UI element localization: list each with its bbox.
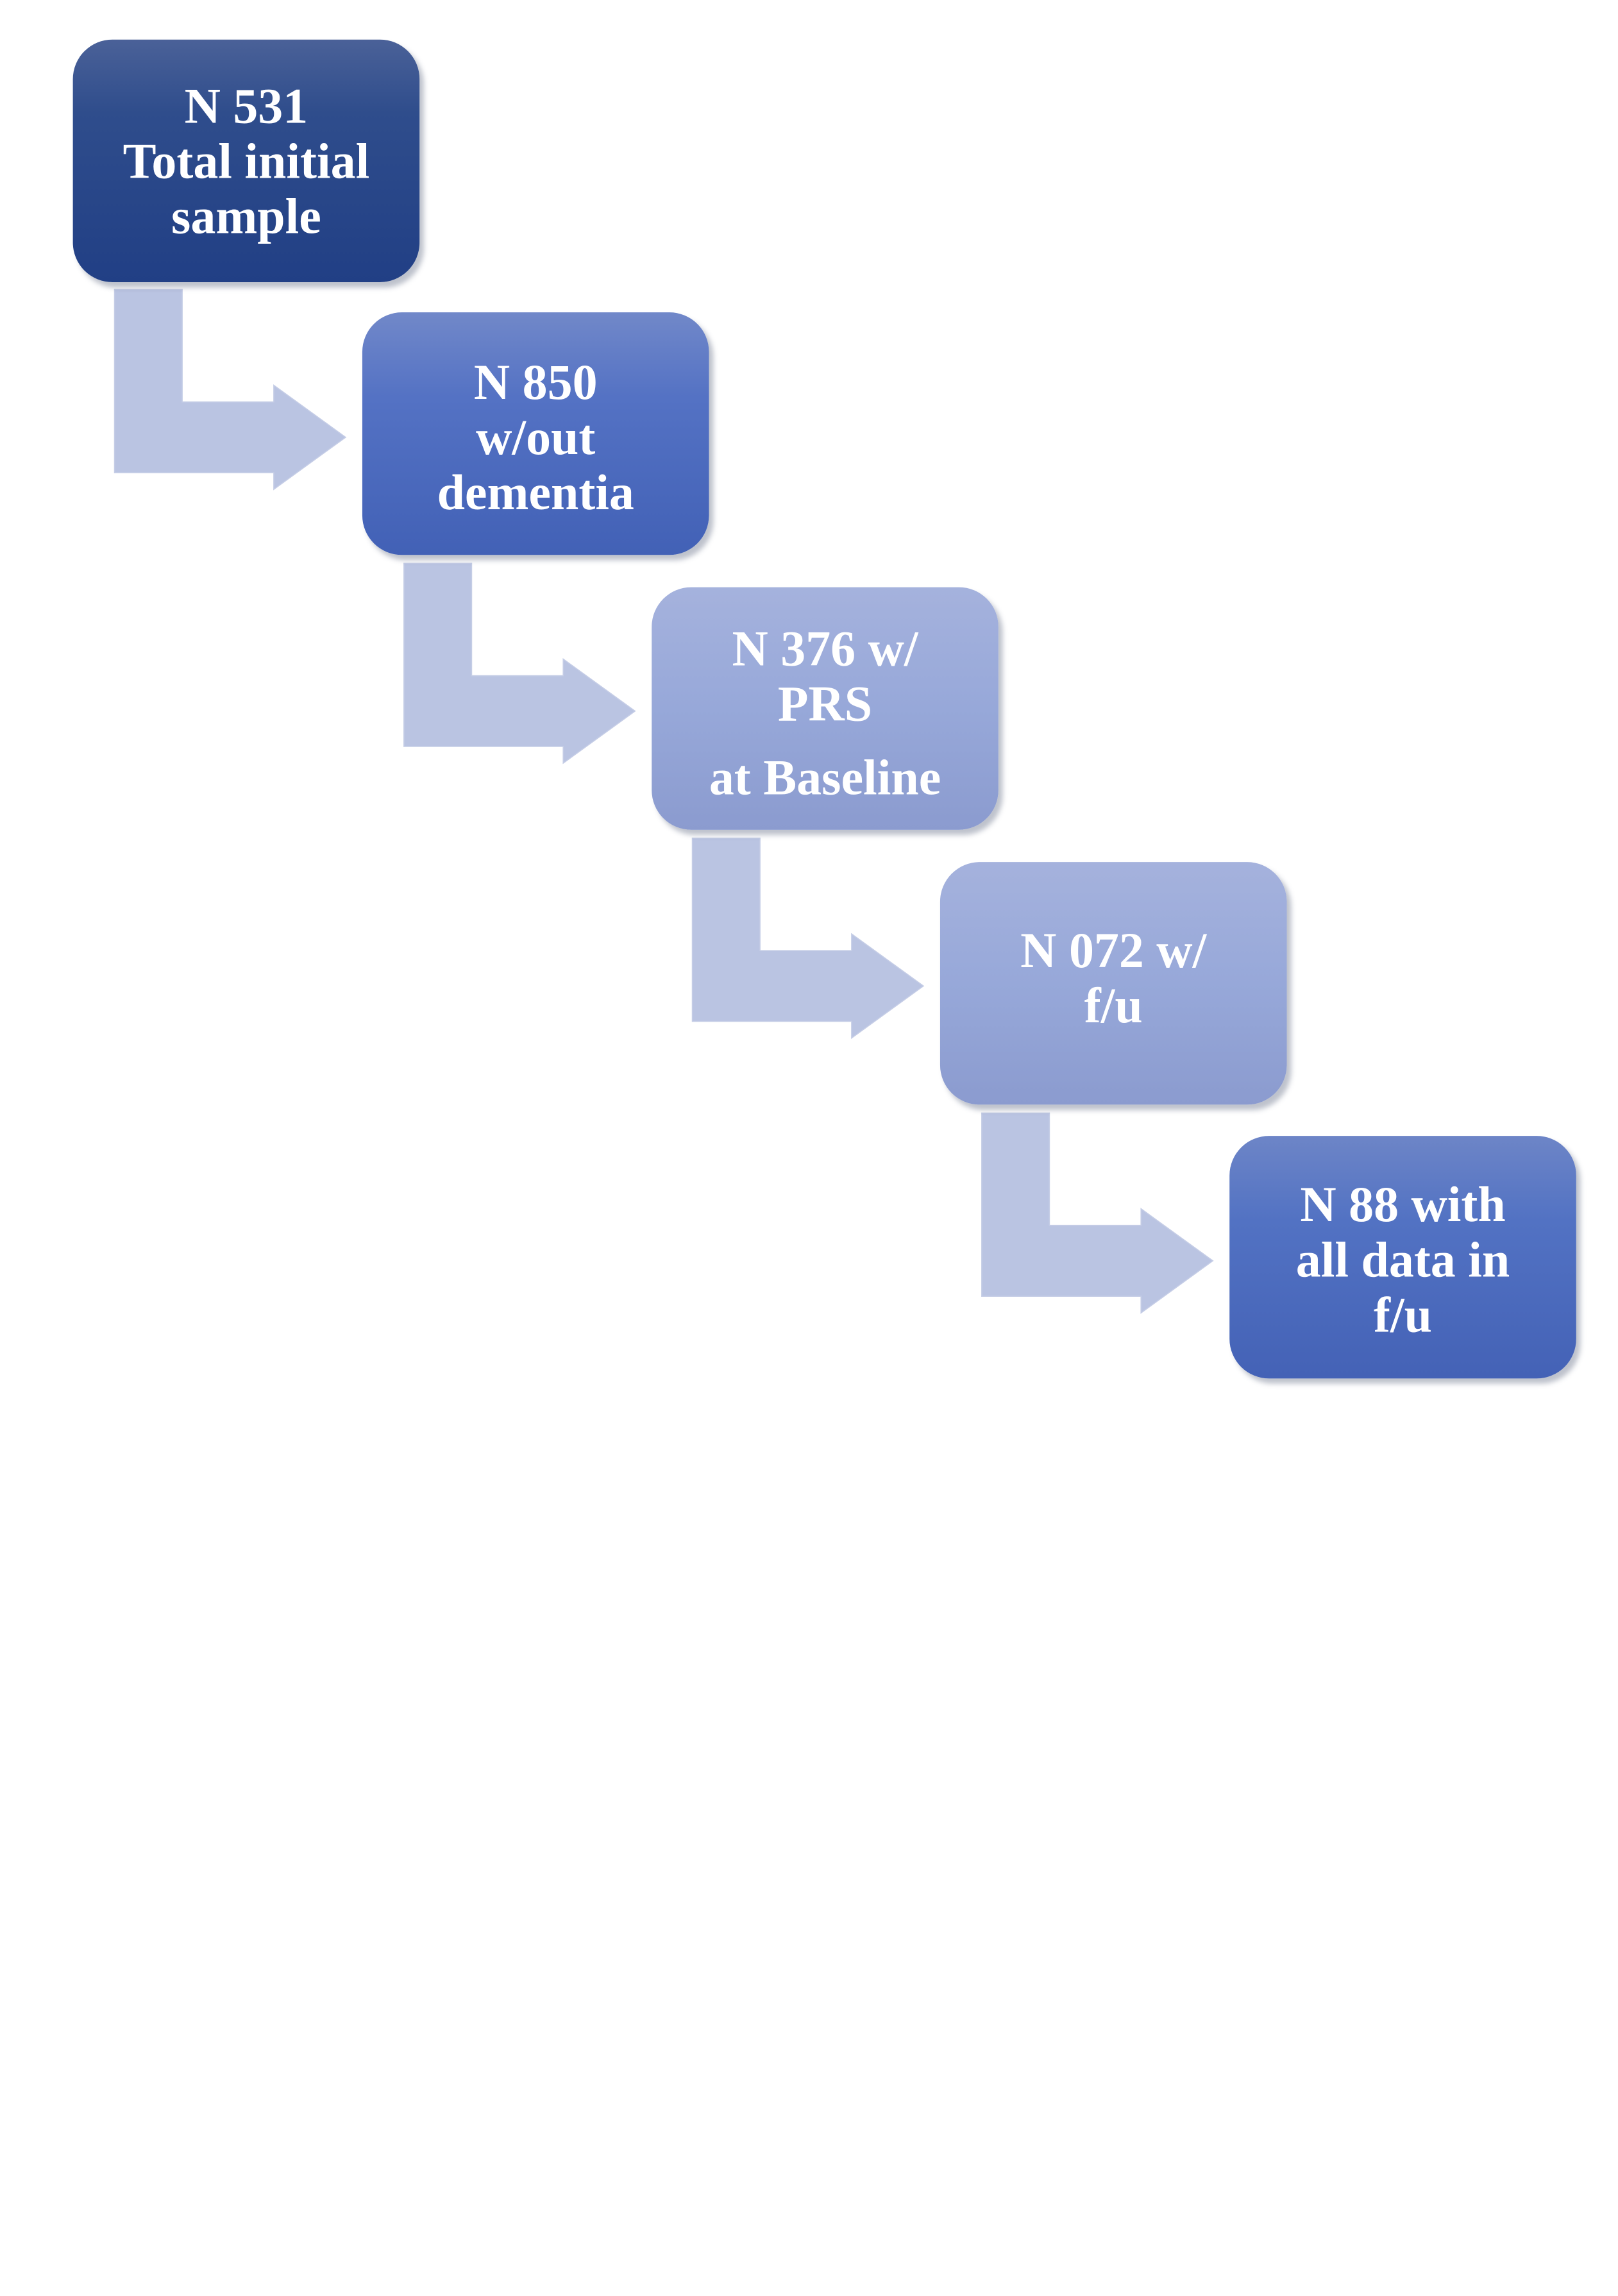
step-1-line-2: Total initial — [122, 134, 370, 190]
step-5-line-3: f/u — [1374, 1287, 1432, 1344]
down-right-arrow-3 — [691, 838, 925, 1040]
down-right-arrow-1 — [114, 289, 347, 491]
step-box-without-dementia: N 850 w/out dementia — [362, 312, 709, 555]
step-4-line-1: N 072 w/ — [1020, 923, 1207, 979]
step-1-line-3: sample — [171, 189, 321, 245]
step-2-line-2: w/out — [476, 410, 596, 466]
step-3-line-1: N 376 w/ — [732, 621, 918, 677]
step-5-line-2: all data in — [1295, 1233, 1510, 1288]
step-2-line-3: dementia — [437, 465, 634, 521]
step-5-line-1: N 88 with — [1300, 1178, 1506, 1233]
step-box-all-data-in-follow-up: N 88 with all data in f/u — [1229, 1136, 1576, 1379]
step-box-total-initial-sample: N 531 Total initial sample — [72, 39, 420, 282]
step-box-with-follow-up: N 072 w/ f/u — [940, 862, 1287, 1105]
step-box-prs-at-baseline: N 376 w/ PRS at Baseline — [652, 587, 999, 830]
step-4-line-2: f/u — [1084, 978, 1143, 1034]
step-3-line-3: at Baseline — [709, 750, 941, 806]
step-3-line-2: PRS — [777, 677, 873, 732]
down-right-arrow-2 — [403, 562, 636, 764]
down-right-arrow-4 — [981, 1112, 1214, 1314]
step-2-line-1: N 850 — [473, 355, 598, 411]
step-1-line-1: N 531 — [184, 79, 308, 135]
